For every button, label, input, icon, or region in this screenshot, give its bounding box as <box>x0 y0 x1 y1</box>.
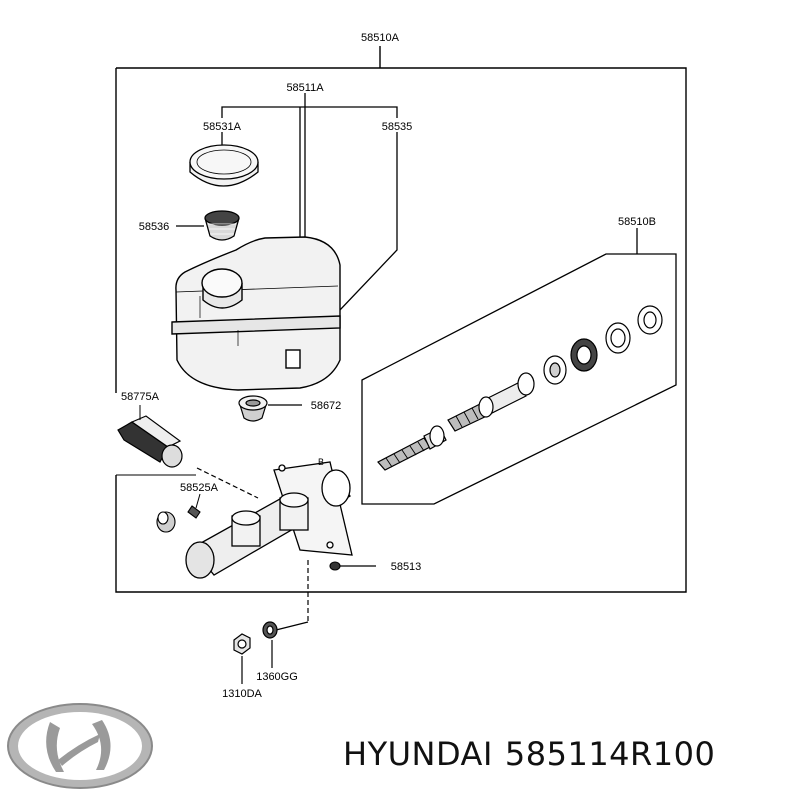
label-58511A: 58511A <box>286 82 324 94</box>
reservoir-tank <box>171 236 341 391</box>
leader-lines-lower <box>116 405 201 509</box>
grommet <box>238 395 268 422</box>
label-58536: 58536 <box>139 221 170 233</box>
bleeder-screw <box>329 561 341 571</box>
callout-b: B <box>318 457 324 467</box>
reservoir-cap <box>189 144 259 187</box>
piston-kit-parts <box>377 305 663 471</box>
brand-caption: HYUNDAI 585114R100 <box>343 735 727 773</box>
level-sensor <box>117 415 183 468</box>
label-58775A: 58775A <box>121 391 160 403</box>
assembly-frame <box>115 46 687 593</box>
label-58535: 58535 <box>382 121 413 133</box>
mounting-hardware <box>196 467 309 684</box>
label-58510A: 58510A <box>361 32 400 44</box>
union-fitting <box>156 505 201 533</box>
piston-kit-frame <box>361 228 677 505</box>
strainer <box>204 210 240 241</box>
hyundai-logo-icon <box>7 703 153 789</box>
label-1360GG: 1360GG <box>256 671 298 683</box>
label-58510B: 58510B <box>618 216 656 228</box>
part-number: 585114R100 <box>504 735 716 773</box>
label-58513: 58513 <box>391 561 422 573</box>
label-58525A: 58525A <box>180 482 219 494</box>
master-cylinder <box>185 461 353 579</box>
label-58531A: 58531A <box>203 121 242 133</box>
brand-name: HYUNDAI <box>343 735 493 773</box>
label-1310DA: 1310DA <box>222 688 262 700</box>
label-58672: 58672 <box>311 400 342 412</box>
